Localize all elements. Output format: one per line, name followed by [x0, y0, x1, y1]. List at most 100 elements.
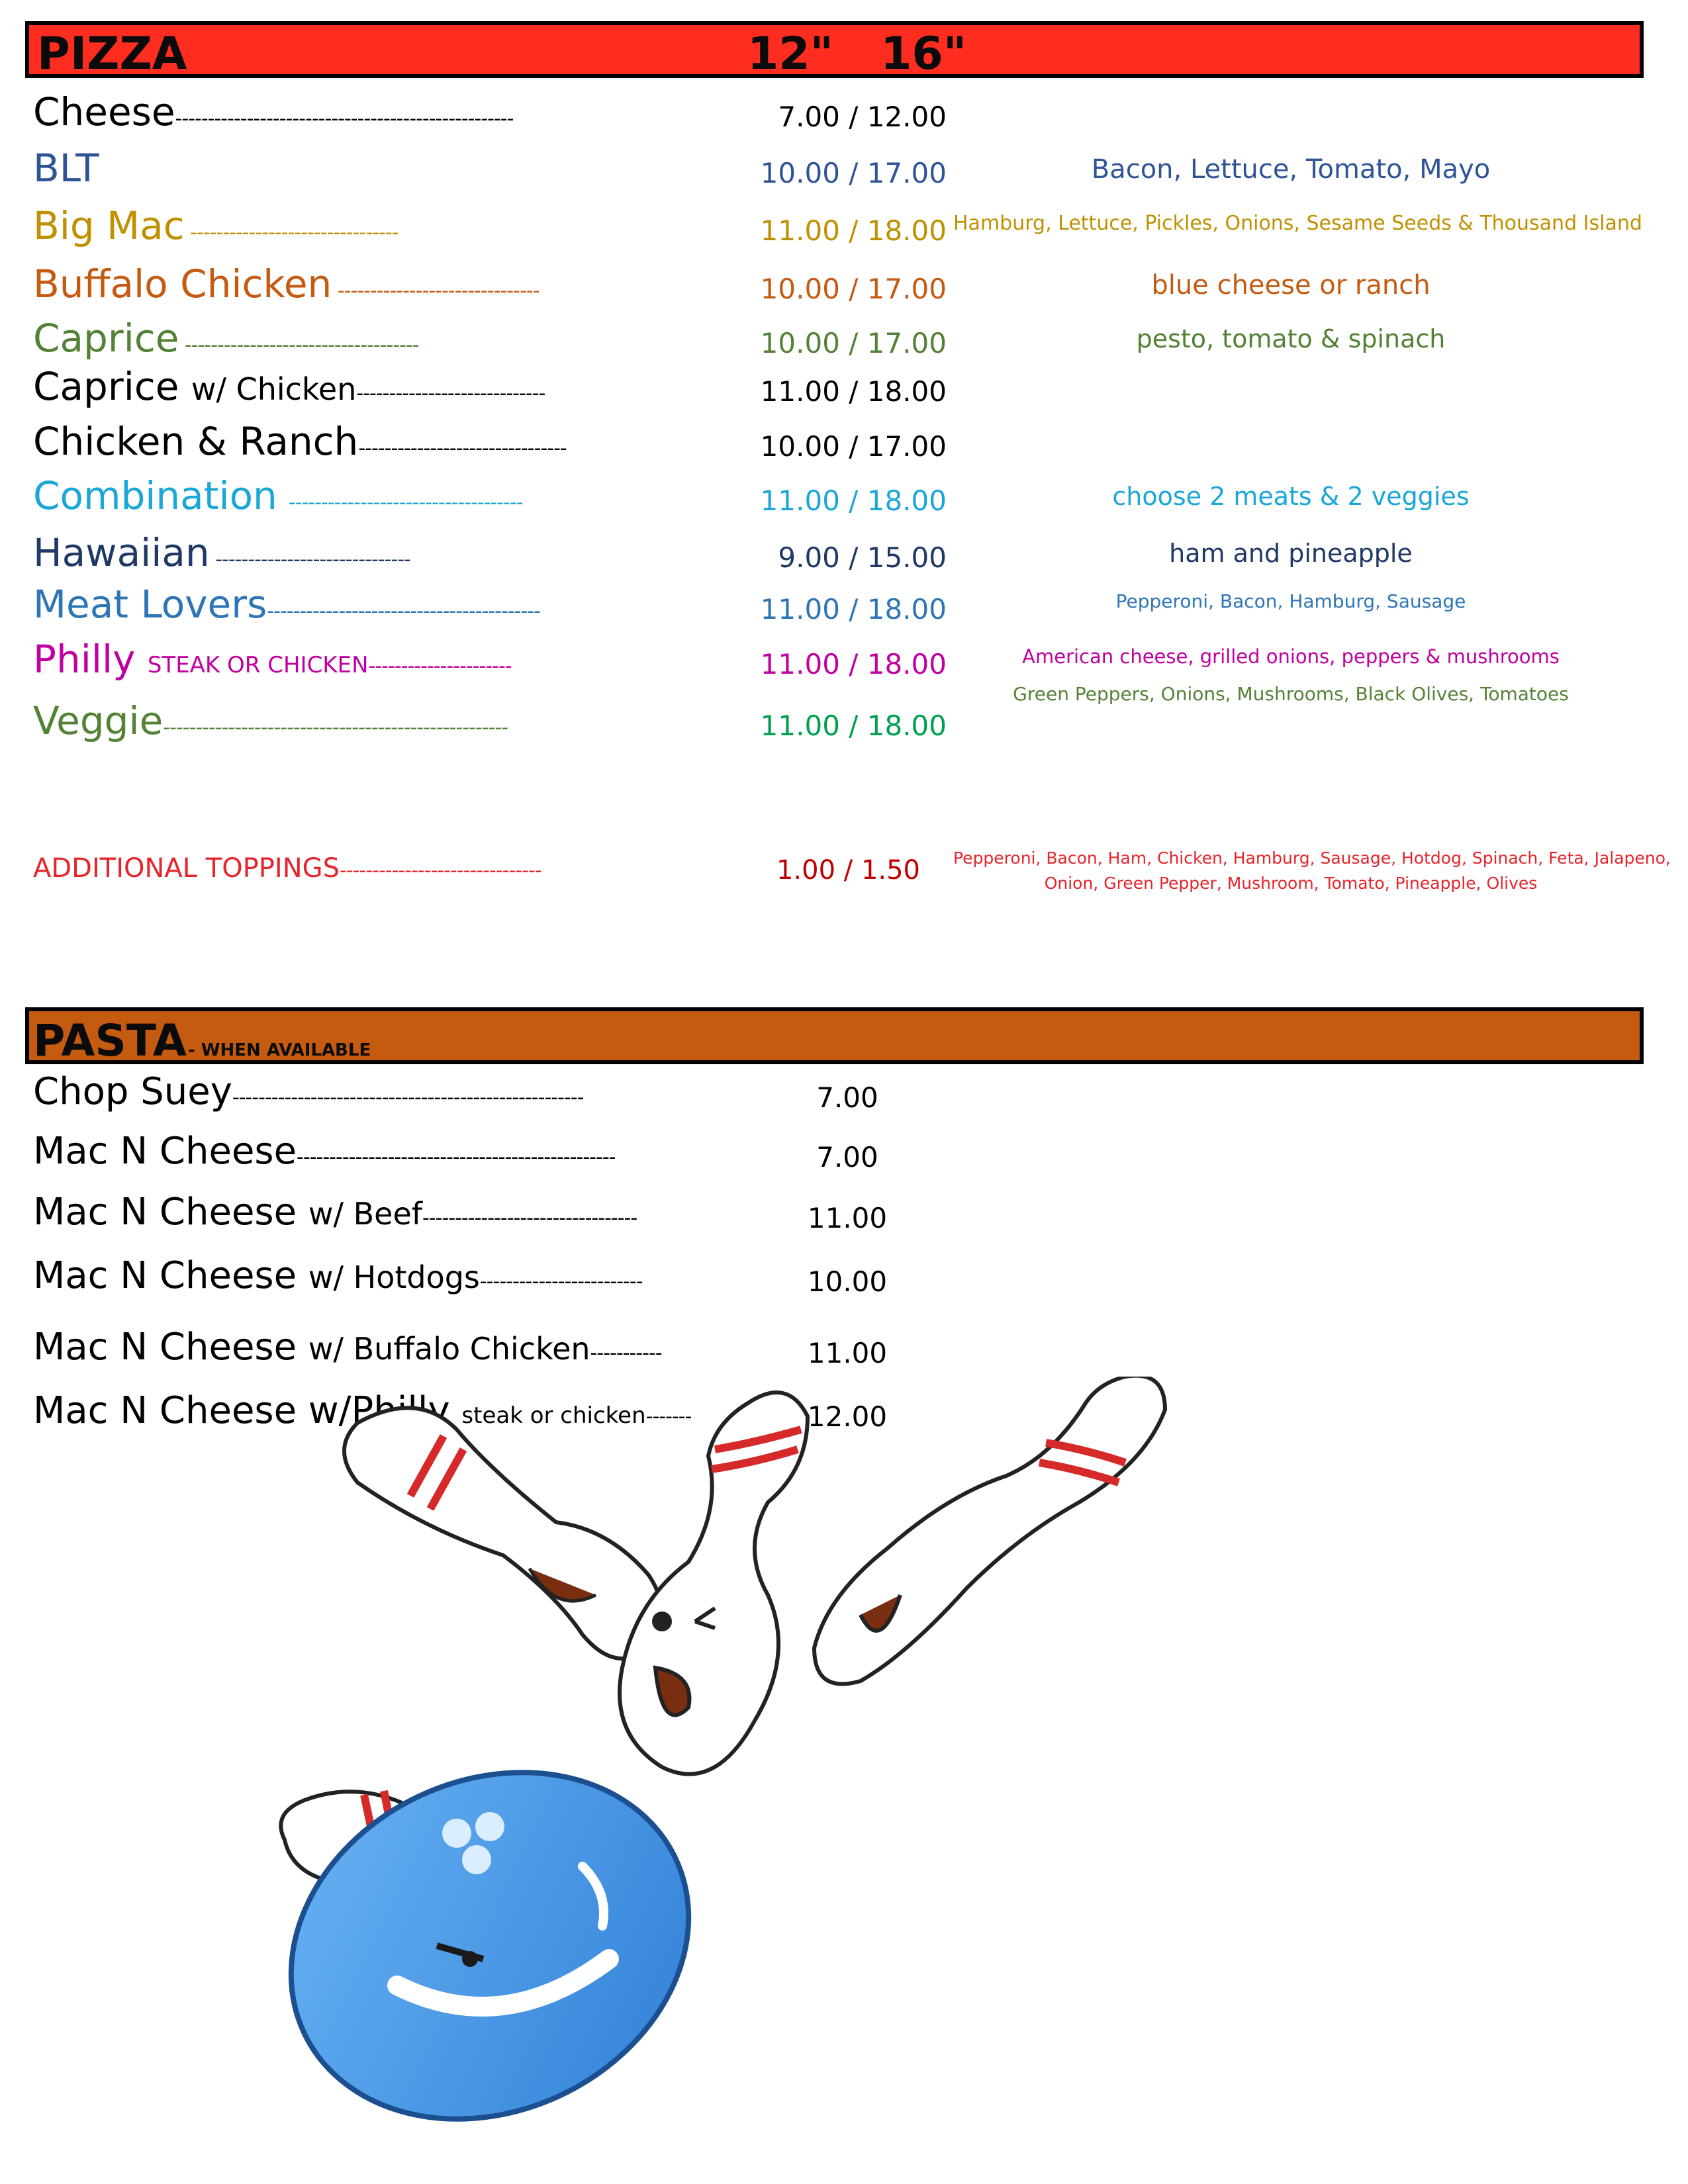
pasta-item-price: 11.00 — [807, 1202, 888, 1234]
pizza-item-name: Big Mac -------------------------------- — [33, 206, 399, 245]
dash-leader: ----------------------------------------… — [232, 1086, 585, 1109]
pasta-item-price: 7.00 — [816, 1141, 878, 1173]
pizza-item-name: BLT — [33, 149, 99, 187]
pasta-item-name: Mac N Cheese w/ Buffalo Chicken---------… — [33, 1326, 663, 1369]
item-name-text: Big Mac — [33, 203, 185, 248]
item-name-text: Caprice — [33, 364, 179, 409]
pasta-item-row: Mac N Cheese w/ Hotdogs-----------------… — [0, 1257, 1688, 1310]
pasta-item-row: Mac N Cheese w/ Beef--------------------… — [0, 1194, 1688, 1247]
bowling-pin-right-icon — [812, 1377, 1168, 1686]
additional-toppings-name: ADDITIONAL TOPPINGS — [33, 853, 340, 884]
dash-leader: ------------------------------------ — [179, 334, 420, 357]
pizza-item-row: Cheese----------------------------------… — [0, 93, 1688, 146]
dash-leader: ------------------------------------ — [277, 491, 524, 514]
pizza-item-price: 7.00 / 12.00 — [778, 101, 947, 133]
pizza-item-row: Meat Lovers-----------------------------… — [0, 585, 1688, 638]
pasta-item-price: 11.00 — [807, 1337, 888, 1369]
pizza-item-row: Caprice --------------------------------… — [0, 319, 1688, 372]
pizza-item-row: Buffalo Chicken ------------------------… — [0, 265, 1688, 318]
item-name-qualifier: STEAK OR CHICKEN — [147, 652, 369, 678]
pizza-item-price: 11.00 / 18.00 — [760, 648, 947, 680]
toppings-list-line-2: Onion, Green Pepper, Mushroom, Tomato, P… — [1044, 874, 1538, 893]
pizza-item-row: Combination ----------------------------… — [0, 477, 1688, 529]
dash-leader: ----------------------------- — [356, 382, 545, 405]
pizza-item-row: Hawaiian ------------------------------9… — [0, 533, 1688, 586]
pizza-item-price: 11.00 / 18.00 — [760, 375, 947, 408]
item-name-text: BLT — [33, 146, 99, 191]
dash-leader: ------------------------------- — [332, 279, 540, 302]
pizza-item-name: Buffalo Chicken ------------------------… — [33, 265, 539, 303]
dash-leader: ------------------------------- — [340, 859, 542, 882]
dash-leader: --------------------------------- — [422, 1206, 637, 1230]
bowling-pin-back-left-icon — [342, 1406, 664, 1661]
additional-toppings-desc: Pepperoni, Bacon, Ham, Chicken, Hamburg,… — [953, 846, 1671, 896]
pizza-item-name: Cheese----------------------------------… — [33, 93, 514, 131]
pizza-item-row: Chicken & Ranch-------------------------… — [0, 422, 1688, 475]
pizza-item-description: choose 2 meats & 2 veggies — [1112, 482, 1470, 511]
item-name-qualifier: w/ Beef — [308, 1196, 422, 1232]
item-name-text: Mac N Cheese — [33, 1254, 297, 1297]
pizza-item-description: Pepperoni, Bacon, Hamburg, Sausage — [1115, 590, 1466, 612]
pasta-item-name: Chop Suey-------------------------------… — [33, 1070, 585, 1113]
dash-leader: ----------------------------------------… — [175, 107, 514, 130]
pizza-item-price: 10.00 / 17.00 — [760, 157, 947, 189]
pizza-item-row: Big Mac --------------------------------… — [0, 206, 1688, 259]
item-name-text: Mac N Cheese — [33, 1130, 297, 1173]
pizza-header-bar: PIZZA 12" 16" — [25, 21, 1644, 80]
pizza-item-price: 10.00 / 17.00 — [760, 327, 947, 359]
pizza-item-row: Veggie----------------------------------… — [0, 683, 1688, 754]
pasta-item-price: 7.00 — [816, 1081, 878, 1114]
pasta-item-name: Mac N Cheese w/ Beef--------------------… — [33, 1194, 637, 1231]
pizza-item-row: BLT 10.00 / 17.00 Bacon, Lettuce, Tomato, … — [0, 149, 1688, 202]
dash-leader: ------------------------- — [479, 1270, 643, 1293]
pasta-subtitle: - WHEN AVAILABLE — [188, 1040, 371, 1060]
item-name-text: Cheese — [33, 89, 175, 134]
item-name-text: Chop Suey — [33, 1070, 232, 1113]
pizza-item-name: Veggie----------------------------------… — [33, 702, 508, 740]
pizza-item-row: Caprice w/ Chicken----------------------… — [0, 367, 1688, 420]
pizza-item-price: 10.00 / 17.00 — [760, 430, 947, 463]
pasta-item-name: Mac N Cheese w/ Hotdogs-----------------… — [33, 1257, 643, 1295]
dash-leader: ---------------------- — [368, 655, 512, 678]
dash-leader: ----------- — [590, 1342, 663, 1365]
item-name-text: Philly — [33, 637, 136, 682]
item-name-text: Meat Lovers — [33, 582, 267, 627]
item-name-text: Mac N Cheese — [33, 1326, 297, 1369]
pizza-item-price: 11.00 / 18.00 — [760, 593, 947, 625]
dash-leader: ------- — [645, 1405, 692, 1428]
pizza-item-row: Philly STEAK OR CHICKEN-----------------… — [0, 640, 1688, 693]
pizza-item-description: blue cheese or ranch — [1151, 270, 1430, 300]
bowling-pin-center-icon — [618, 1390, 810, 1776]
item-name-qualifier: steak or chicken — [461, 1402, 646, 1429]
dash-leader: -------------------------------- — [184, 221, 399, 244]
item-name-text: Mac N Cheese — [33, 1191, 297, 1234]
item-name-text: Veggie — [33, 698, 164, 743]
pizza-item-description: ham and pineapple — [1169, 539, 1413, 568]
dash-leader: ----------------------------------------… — [163, 716, 508, 739]
pizza-item-name: Meat Lovers-----------------------------… — [33, 585, 541, 623]
pizza-item-description: Bacon, Lettuce, Tomato, Mayo — [1091, 154, 1491, 185]
additional-toppings-price: 1.00 / 1.50 — [776, 855, 920, 886]
item-name-text: Hawaiian — [33, 530, 210, 575]
bowling-illustration — [279, 1377, 1168, 2122]
dash-leader: ----------------------------------------… — [297, 1146, 616, 1169]
toppings-list-line-1: Pepperoni, Bacon, Ham, Chicken, Hamburg,… — [953, 848, 1671, 868]
pizza-item-description: pesto, tomato & spinach — [1136, 324, 1446, 353]
pizza-item-price: 9.00 / 15.00 — [778, 541, 947, 574]
pizza-item-price: 11.00 / 18.00 — [760, 484, 947, 517]
additional-toppings-label: ADDITIONAL TOPPINGS---------------------… — [33, 853, 542, 884]
item-name-qualifier: w/ Hotdogs — [308, 1259, 480, 1295]
pasta-item-name: Mac N Cheese----------------------------… — [33, 1130, 616, 1173]
pasta-item-row: Mac N Cheese----------------------------… — [0, 1133, 1688, 1186]
pizza-item-name: Philly STEAK OR CHICKEN-----------------… — [33, 640, 512, 678]
pizza-sizes: 12" 16" — [747, 28, 967, 80]
item-name-qualifier: w/ Buffalo Chicken — [308, 1331, 590, 1367]
dash-leader: -------------------------------- — [358, 437, 567, 460]
pasta-item-price: 10.00 — [807, 1265, 888, 1298]
dash-leader: ----------------------------------------… — [267, 600, 541, 623]
pasta-item-price: 12.00 — [807, 1400, 888, 1433]
pasta-header-bar: PASTA - WHEN AVAILABLE — [25, 1007, 1644, 1066]
item-name-text: Combination — [33, 473, 277, 518]
pizza-item-price: 10.00 / 17.00 — [760, 273, 947, 305]
item-name-text: Buffalo Chicken — [33, 261, 332, 306]
